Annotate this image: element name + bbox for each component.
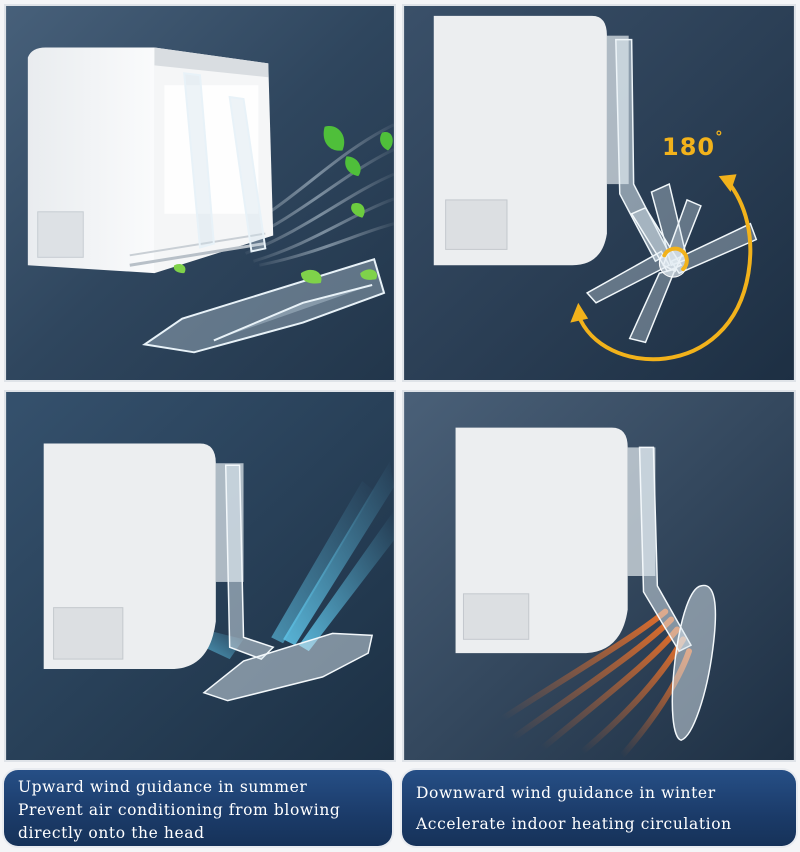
winter-caption: Downward wind guidance in winter Acceler… [402, 770, 796, 846]
air-conditioner-unit [433, 15, 629, 266]
panel-leaf-airflow [4, 4, 396, 382]
rotation-arrow [576, 178, 753, 362]
summer-caption-title: Upward wind guidance in summer [18, 778, 308, 796]
panel-rotation: 180° [402, 4, 796, 382]
summer-upward-illustration [6, 392, 394, 760]
winter-caption-line-2: Accelerate indoor heating circulation [416, 815, 732, 833]
rotation-degree-label: 180° [662, 128, 724, 161]
winter-downward-illustration [404, 392, 794, 760]
wind-deflector [202, 464, 374, 702]
arrow-heads [570, 174, 737, 323]
leaf-icons [173, 126, 393, 284]
air-conditioner-unit [455, 427, 656, 654]
wind-deflector [638, 446, 717, 741]
wind-deflector [141, 72, 386, 354]
panel-winter-downward [402, 390, 796, 762]
leaf-airflow-illustration [6, 6, 394, 380]
rotation-illustration [404, 6, 794, 380]
panel-summer-upward [4, 390, 396, 762]
air-conditioner-unit [27, 47, 274, 274]
summer-caption: Upward wind guidance in summer Prevent a… [4, 770, 392, 846]
summer-caption-line-2: Prevent air conditioning from blowing [18, 801, 341, 819]
cool-air-flow [200, 461, 394, 660]
winter-caption-title: Downward wind guidance in winter [416, 784, 716, 802]
summer-caption-line-3: directly onto the head [18, 824, 205, 842]
